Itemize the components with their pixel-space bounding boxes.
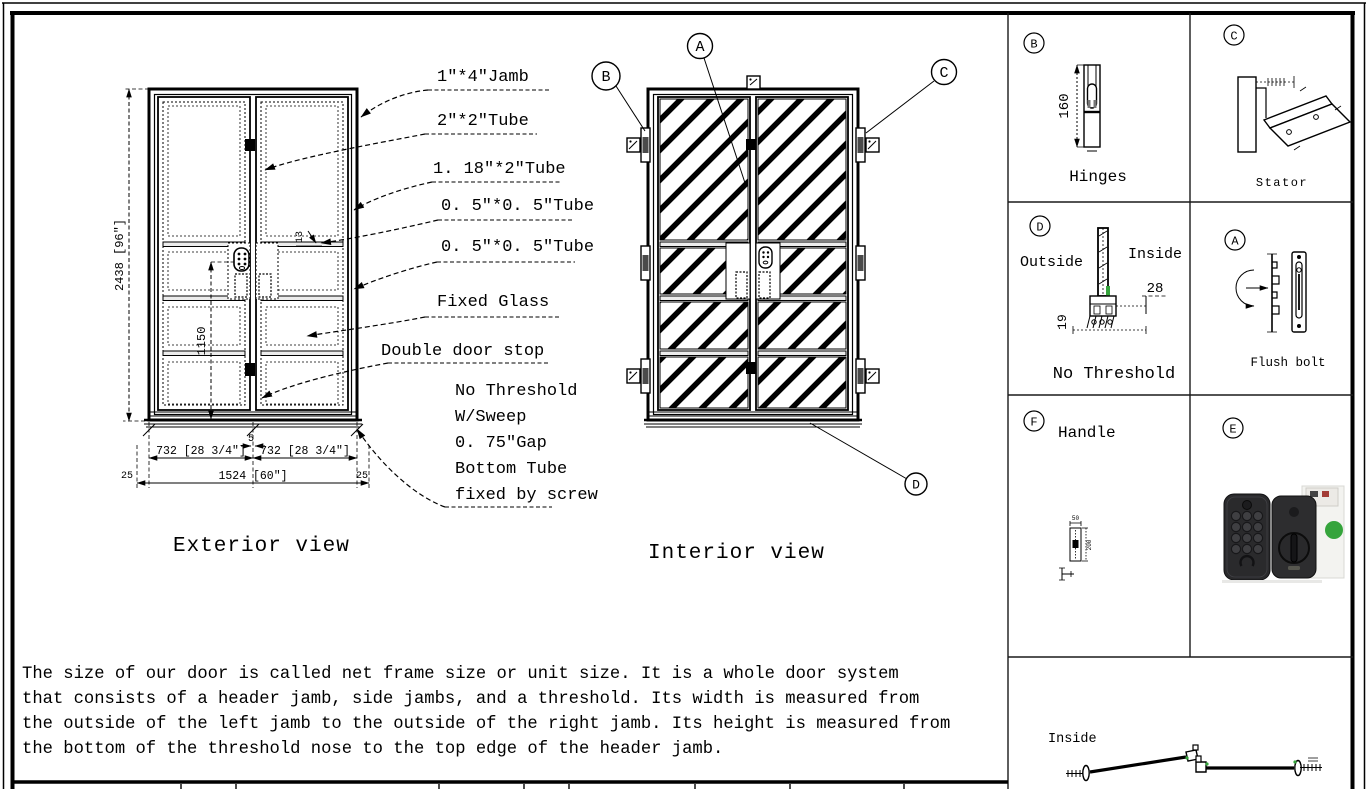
callout-balloon-d <box>904 472 928 496</box>
description-line-4: the bottom of the threshold nose to the … <box>22 740 723 759</box>
callout-b-text: B <box>601 69 610 86</box>
exterior-dim-rail: 13 <box>295 230 322 247</box>
callout-balloon-c <box>930 58 958 86</box>
dim-jamb-right-text: 25 <box>356 471 368 482</box>
exterior-dim-height: 2438 [96″] <box>113 88 149 422</box>
callout-label-jamb: 1″*4″Jamb <box>437 68 529 87</box>
callout-label-tube2: 2″*2″Tube <box>437 112 529 131</box>
detail-threshold: D Outside Inside 28 19 No Threshold <box>1020 215 1182 384</box>
detail-handle-label: Handle <box>1058 424 1116 442</box>
detail-stator-label: Stator <box>1256 176 1308 190</box>
interior-keypad-lock <box>758 246 773 269</box>
callout-balloon-b <box>591 61 621 91</box>
interior-stator-bracket <box>746 75 761 90</box>
detail-threshold-dim-a: 28 <box>1147 281 1164 297</box>
note-line-2: W/Sweep <box>455 408 526 427</box>
exterior-dim-lock-height: 1150 <box>195 261 235 420</box>
description-paragraph: The size of our door is called net frame… <box>22 665 950 759</box>
dim-jamb-left-text: 25 <box>121 471 133 482</box>
description-line-1: The size of our door is called net frame… <box>22 665 899 684</box>
interior-hinges <box>626 127 880 394</box>
exterior-view-title: Exterior view <box>173 535 350 558</box>
callout-label-fixed-glass: Fixed Glass <box>437 293 549 312</box>
interior-view: B A C D Interior view <box>591 32 958 565</box>
detail-hinges-tag: B <box>1030 38 1037 52</box>
detail-handle-dim-a: 50 <box>1072 515 1080 522</box>
interior-handle-left <box>735 271 748 299</box>
detail-flush-bolt-label: Flush bolt <box>1250 356 1325 370</box>
callout-c-text: C <box>939 65 948 82</box>
lock-photo-image <box>1222 485 1345 583</box>
detail-threshold-inside: Inside <box>1128 246 1182 263</box>
dim-leaf-left-text: 732 [28 3/4″] <box>156 445 246 458</box>
interior-handle-right <box>758 271 771 299</box>
detail-threshold-dim-b: 19 <box>1055 314 1070 330</box>
exterior-keypad-lock <box>233 247 250 272</box>
detail-lock-photo: E <box>1222 417 1345 583</box>
callout-note-block: No Threshold W/Sweep 0. 75″Gap Bottom Tu… <box>356 382 599 508</box>
detail-stator: C Stator <box>1223 24 1352 190</box>
exterior-flushbolt-top <box>245 139 255 151</box>
interior-glass-hatch <box>659 98 847 409</box>
dim-total-width-text: 1524 [60″] <box>218 470 287 483</box>
dim-rail-text: 13 <box>295 231 306 243</box>
dim-lock-height-text: 1150 <box>195 327 209 356</box>
callout-balloon-a <box>686 32 714 60</box>
callout-a-text: A <box>695 39 704 56</box>
callout-label-door-stop: Double door stop <box>381 342 544 361</box>
interior-view-title: Interior view <box>648 542 825 565</box>
exterior-view: 13 2438 [96″] 1150 732 [28 3/4″] 732 [28… <box>113 87 370 558</box>
description-line-2: that consists of a header jamb, side jam… <box>22 690 919 709</box>
note-line-4: Bottom Tube <box>455 460 567 479</box>
callout-d-text: D <box>912 478 920 493</box>
callout-label-tube118: 1. 18″*2″Tube <box>433 160 566 179</box>
title-block-table <box>14 780 1008 789</box>
detail-lock-photo-tag: E <box>1229 423 1236 437</box>
detail-sweep: Inside <box>1048 732 1322 782</box>
detail-hinges-label: Hinges <box>1069 168 1127 186</box>
detail-handle-tag: F <box>1030 416 1037 430</box>
interior-flushbolt-top <box>746 139 756 150</box>
note-line-1: No Threshold <box>455 382 577 401</box>
detail-flush-bolt-tag: A <box>1231 235 1239 249</box>
interior-flushbolt-bottom <box>746 362 756 374</box>
detail-handle-dim-b: 200 <box>1086 539 1093 550</box>
exterior-bottom-dims: 732 [28 3/4″] 732 [28 3/4″] 1524 [60″] 2… <box>121 422 370 488</box>
description-line-3: the outside of the left jamb to the outs… <box>22 715 950 734</box>
interior-callouts: B A C D <box>591 32 958 496</box>
detail-stator-tag: C <box>1230 30 1237 44</box>
exterior-flushbolt-bottom <box>245 363 255 376</box>
callout-labels: 1″*4″Jamb 2″*2″Tube 1. 18″*2″Tube 0. 5″*… <box>261 68 599 508</box>
note-line-3: 0. 75″Gap <box>455 434 547 453</box>
dim-leaf-right-text: 732 [28 3/4″] <box>260 445 350 458</box>
details-grid <box>1007 13 1353 789</box>
callout-label-tube05b: 0. 5″*0. 5″Tube <box>441 238 594 257</box>
detail-flush-bolt: A Flush bolt <box>1224 229 1326 370</box>
note-line-5: fixed by screw <box>455 486 599 505</box>
detail-threshold-label: No Threshold <box>1053 365 1175 384</box>
detail-hinges: B 160 Hinges <box>1023 32 1127 186</box>
dim-gap-text: 5 <box>248 434 254 445</box>
detail-threshold-outside: Outside <box>1020 254 1083 271</box>
detail-threshold-tag: D <box>1036 221 1043 235</box>
detail-handle: F Handle 50 200 <box>1023 410 1116 581</box>
dim-height-text: 2438 [96″] <box>113 219 127 291</box>
callout-label-tube05a: 0. 5″*0. 5″Tube <box>441 197 594 216</box>
detail-sweep-label: Inside <box>1048 732 1097 747</box>
detail-hinges-dim: 160 <box>1057 93 1073 118</box>
